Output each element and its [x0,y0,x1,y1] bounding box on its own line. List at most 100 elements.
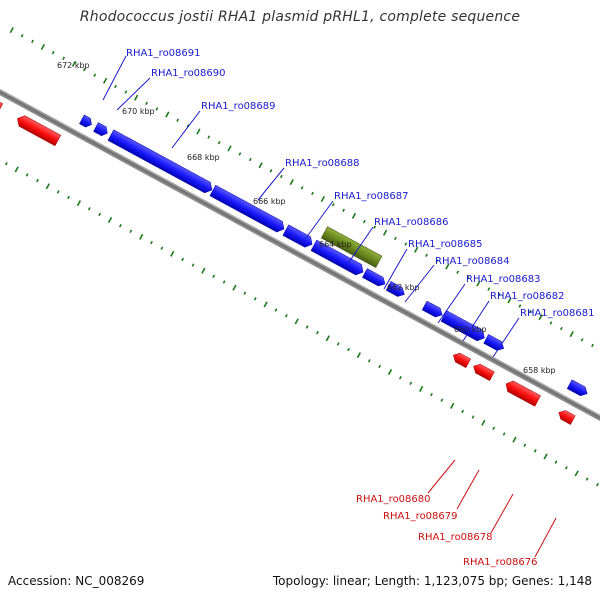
sequence-stats: Topology: linear; Length: 1,123,075 bp; … [272,574,592,588]
tick-mark [207,135,211,139]
gene-label[interactable]: RHA1_ro08682 [490,291,565,302]
tick-mark [134,94,139,101]
tick-mark [414,246,419,253]
tick-mark [102,77,108,84]
gene-arrow[interactable] [15,113,62,147]
tick-mark [574,470,579,477]
gene-label[interactable]: RHA1_ro08691 [126,48,201,59]
tick-mark [440,398,444,402]
tick-mark [129,229,133,233]
tick-mark [585,477,589,481]
gene-label[interactable]: RHA1_ro08681 [520,308,595,319]
gene-arrow[interactable] [310,239,366,277]
tick-mark [160,246,164,250]
tick-mark [409,381,413,386]
gene-label[interactable]: RHA1_ro08687 [334,191,409,202]
tick-mark [201,267,206,274]
tick-mark [289,179,294,186]
tick-mark [71,60,77,67]
tick-mark [533,449,537,453]
tick-mark [139,233,144,240]
tick-mark [25,173,29,177]
sequence-backbone [0,79,600,467]
gene-arrow[interactable] [483,334,506,352]
tick-mark [481,419,486,426]
tick-mark [181,257,185,262]
tick-mark [217,141,221,145]
tick-mark [502,432,506,436]
gene-label[interactable]: RHA1_ro08688 [285,158,360,169]
kbp-label: 658 kbp [523,366,556,375]
leader-line [383,248,408,290]
gene-label[interactable]: RHA1_ro08685 [408,239,483,250]
kbp-label: 662 kbp [387,283,420,292]
gene-label[interactable]: RHA1_ro08678 [418,532,493,543]
tick-mark [564,466,568,470]
lower-tick-row [4,162,599,487]
tick-mark [523,443,527,447]
tick-mark [227,145,232,152]
tick-mark [114,84,117,89]
reverse-gene-labels: RHA1_ro08680 RHA1_ro08679 RHA1_ro08678 R… [356,494,538,568]
gene-arrow[interactable] [451,351,472,369]
leader-line [437,283,466,324]
gene-label[interactable]: RHA1_ro08680 [356,494,431,505]
tick-mark [569,331,574,338]
gene-arrow[interactable] [503,379,541,407]
tick-mark [596,482,599,487]
tick-mark [191,263,195,267]
tick-mark [176,118,180,122]
gene-arrow[interactable] [440,310,487,343]
gene-label[interactable]: RHA1_ro08679 [383,511,458,522]
gene-arrow[interactable] [385,281,407,299]
map-title: Rhodococcus jostii RHA1 plasmid pRHL1, c… [79,9,521,25]
gene-arrow[interactable] [93,122,110,138]
gene-label[interactable]: RHA1_ro08690 [151,68,226,79]
tick-mark [305,325,309,329]
kbp-label: 672 kbp [57,61,90,70]
gene-arrow[interactable] [471,362,495,381]
tick-mark [45,183,50,190]
forward-gene-labels: RHA1_ro08691 RHA1_ro08690 RHA1_ro08689 R… [126,48,595,319]
tick-mark [419,385,424,392]
tick-mark [456,270,460,274]
gene-arrow[interactable] [556,408,576,425]
gene-label[interactable]: RHA1_ro08676 [463,557,538,568]
kbp-label: 666 kbp [253,197,286,206]
tick-mark [554,460,558,464]
tick-mark [279,174,283,179]
tick-mark [51,50,55,55]
leader-line [492,317,520,358]
gene-arrow[interactable] [282,224,315,250]
map-track [0,27,600,487]
highlighted-gene[interactable] [320,226,383,268]
gene-arrow[interactable] [107,129,215,195]
gene-label[interactable]: RHA1_ro08683 [466,274,541,285]
tick-mark [196,128,201,135]
gene-label[interactable]: RHA1_ro08684 [435,256,510,267]
gene-arrow[interactable] [421,300,444,319]
tick-mark [269,169,273,173]
tick-mark [274,308,278,312]
gene-arrow[interactable] [79,114,93,129]
tick-mark [331,202,335,207]
tick-mark [404,242,408,246]
tick-mark [471,415,475,419]
tick-mark [186,124,190,128]
gene-label[interactable]: RHA1_ro08686 [374,217,449,228]
tick-mark [538,314,543,321]
gene-label[interactable]: RHA1_ro08689 [201,101,276,112]
gene-arrow[interactable] [209,184,287,234]
tick-mark [336,342,340,346]
tick-mark [294,318,299,325]
gene-arrow[interactable] [0,96,4,115]
accession-text: Accession: NC_008269 [8,574,145,588]
kbp-label: 668 kbp [187,153,220,162]
tick-mark [362,219,366,224]
reverse-label-leaders [427,459,557,558]
gene-arrow[interactable] [362,268,387,289]
forward-label-leaders [102,55,520,358]
tick-mark [387,369,393,376]
tick-mark [425,253,428,258]
gene-arrow[interactable] [566,379,589,398]
